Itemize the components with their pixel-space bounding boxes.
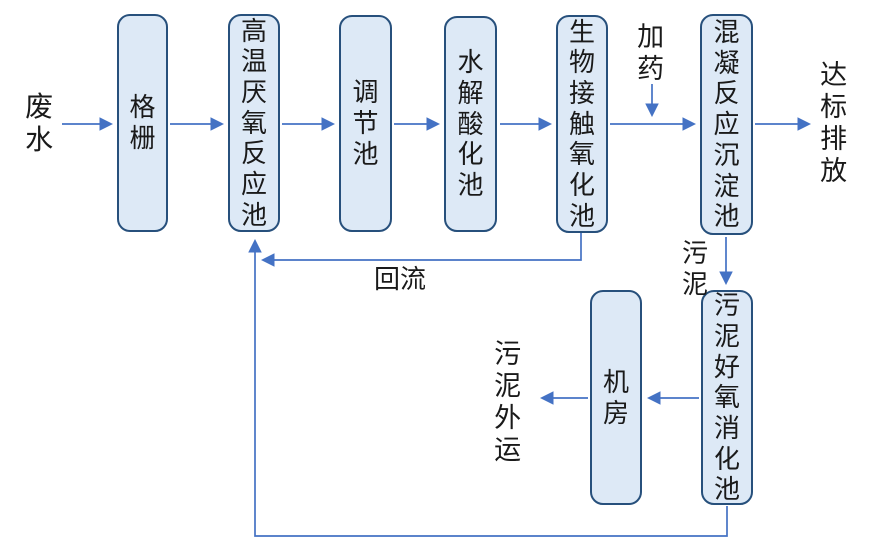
- node-regulating-tank: 调节池: [339, 15, 392, 232]
- node-sludge-aerobic-digestion-tank-label: 污泥好氧消化池: [713, 290, 740, 505]
- arrow-reflux-return: [260, 233, 582, 267]
- node-bar-screen-label: 格栅: [129, 92, 156, 153]
- node-hydrolysis-acidification-tank: 水解酸化池: [444, 16, 497, 232]
- node-coagulation-sedimentation-tank: 混凝反应沉淀池: [700, 14, 753, 235]
- label-discharge: 达标排放: [820, 60, 848, 186]
- label-reflux: 回流: [374, 264, 427, 294]
- node-bio-contact-oxidation-tank-label: 生物接触氧化池: [568, 16, 595, 231]
- node-regulating-tank-label: 调节池: [352, 77, 379, 169]
- node-high-temp-anaerobic-tank-label: 高温厌氧反应池: [240, 15, 267, 230]
- node-machine-room-label: 机房: [602, 366, 629, 428]
- arrow-sludge-return-bottom: [248, 238, 728, 537]
- node-bio-contact-oxidation-tank: 生物接触氧化池: [556, 15, 608, 233]
- node-coagulation-sedimentation-tank-label: 混凝反应沉淀池: [713, 17, 740, 232]
- node-sludge-aerobic-digestion-tank: 污泥好氧消化池: [701, 290, 753, 505]
- label-sludge-out: 污泥外运: [494, 339, 522, 465]
- label-dosing: 加药: [637, 22, 665, 84]
- label-wastewater: 废水: [25, 91, 54, 156]
- label-sludge: 污泥: [682, 238, 709, 299]
- node-machine-room: 机房: [590, 290, 642, 505]
- node-bar-screen: 格栅: [117, 14, 168, 232]
- node-hydrolysis-acidification-tank-label: 水解酸化池: [457, 47, 484, 200]
- node-high-temp-anaerobic-tank: 高温厌氧反应池: [228, 14, 280, 232]
